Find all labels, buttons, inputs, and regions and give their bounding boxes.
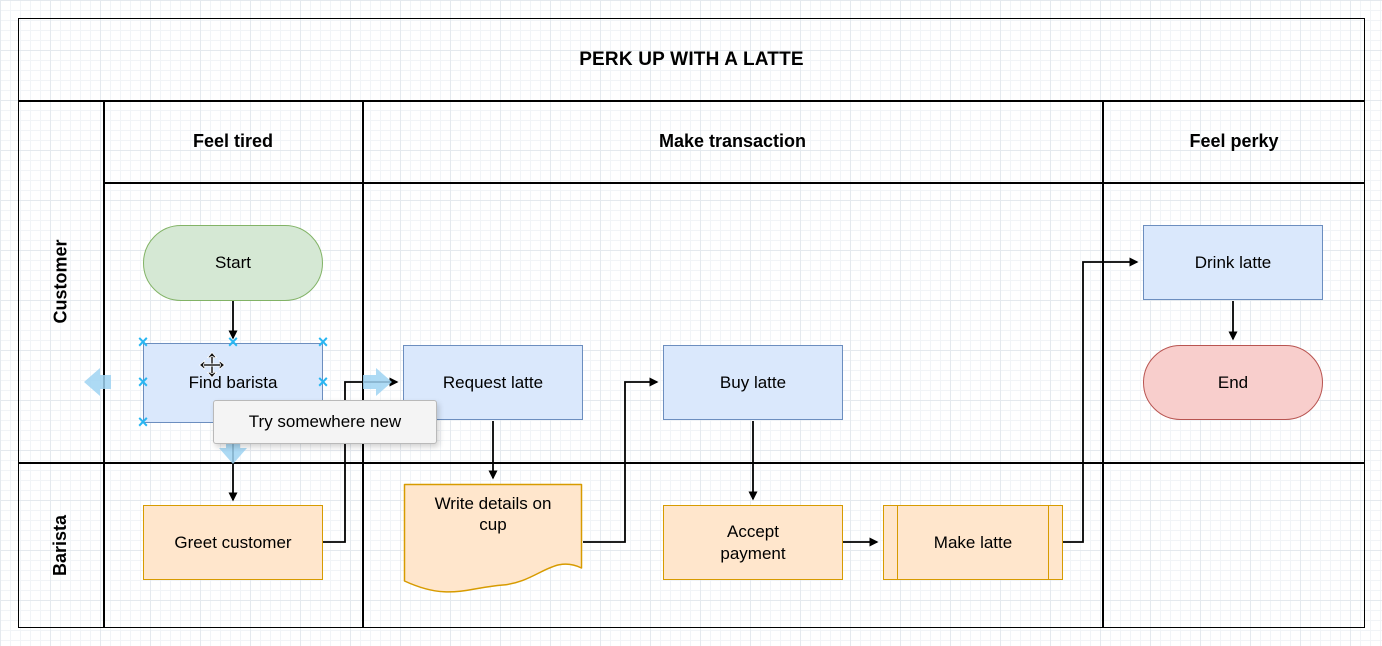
phase-header-feel-tired[interactable]: Feel tired (104, 101, 362, 182)
selection-handle-nw[interactable]: × (137, 332, 149, 352)
node-label: Write details on cup (434, 494, 552, 535)
pool-title-label: PERK UP WITH A LATTE (579, 48, 804, 70)
phase-label: Feel perky (1189, 131, 1279, 151)
node-label: End (1217, 372, 1249, 392)
node-label: Start (215, 253, 251, 273)
node-label: Greet customer (174, 532, 292, 552)
node-greet-customer[interactable]: Greet customer (143, 505, 323, 580)
subprocess-bar-right (1048, 506, 1049, 579)
selection-handle-n[interactable]: × (227, 332, 239, 352)
lane-label-separator (103, 100, 105, 628)
tooltip: Try somewhere new (213, 400, 437, 444)
selection-handle-e[interactable]: × (317, 372, 329, 392)
node-write-details-on-cup[interactable]: Write details on cup (403, 483, 583, 600)
phase-label: Feel tired (192, 131, 274, 151)
pool-title[interactable]: PERK UP WITH A LATTE (18, 19, 1365, 100)
node-label: Buy latte (719, 372, 787, 392)
node-end[interactable]: End (1143, 345, 1323, 420)
phase-header-separator (103, 182, 1365, 184)
pool-frame (18, 18, 1365, 628)
lane-label: Customer (50, 239, 71, 324)
node-request-latte[interactable]: Request latte (403, 345, 583, 420)
subprocess-bar-left (897, 506, 898, 579)
phase-header-feel-perky[interactable]: Feel perky (1103, 101, 1365, 182)
lane-label: Barista (50, 514, 71, 577)
node-label: Drink latte (1194, 252, 1272, 272)
lane-separator (18, 462, 1365, 464)
node-drink-latte[interactable]: Drink latte (1143, 225, 1323, 300)
node-label: Accept payment (720, 522, 786, 563)
node-start[interactable]: Start (143, 225, 323, 301)
selection-handle-w[interactable]: × (137, 372, 149, 392)
node-buy-latte[interactable]: Buy latte (663, 345, 843, 420)
title-separator (18, 100, 1365, 102)
document-shape-icon (403, 483, 583, 593)
node-label-container: Write details on cup (403, 493, 583, 536)
document-shape-path (403, 483, 583, 593)
tooltip-text: Try somewhere new (248, 412, 402, 431)
phase-label: Make transaction (658, 131, 807, 151)
lane-header-barista[interactable]: Barista (19, 463, 103, 628)
phase-header-make-transaction[interactable]: Make transaction (363, 101, 1102, 182)
node-make-latte[interactable]: Make latte (883, 505, 1063, 580)
node-label: Find barista (188, 373, 278, 393)
move-cursor-icon (199, 352, 225, 378)
selection-handle-sw[interactable]: × (137, 412, 149, 432)
node-accept-payment[interactable]: Accept payment (663, 505, 843, 580)
lane-header-customer[interactable]: Customer (19, 101, 103, 462)
node-label: Request latte (442, 372, 544, 392)
selection-handle-ne[interactable]: × (317, 332, 329, 352)
node-label: Make latte (933, 532, 1013, 552)
phase-separator-1 (362, 100, 364, 628)
